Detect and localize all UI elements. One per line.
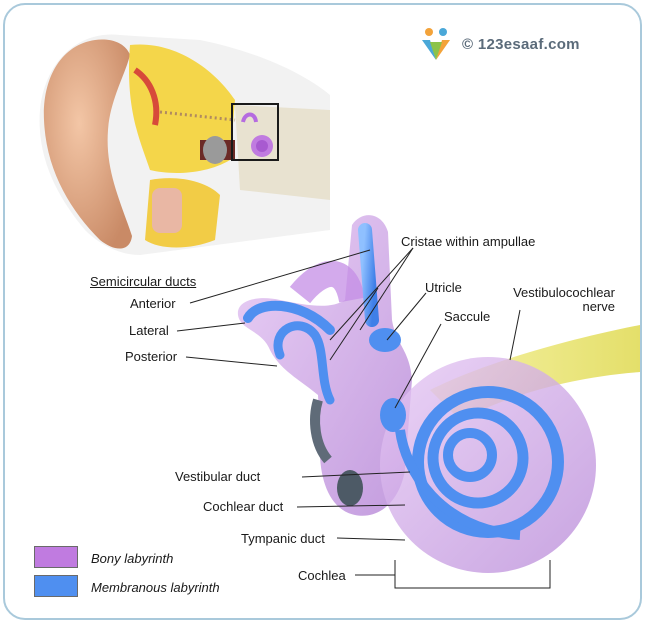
leader-lines [176,247,551,589]
watermark-text: © 123esaaf.com [462,35,580,53]
round-window-shape [337,470,363,506]
bony-labyrinth-shape [237,215,596,573]
label-nerve: nerve [582,299,615,314]
people-logo-icon [422,28,450,60]
label-utricle: Utricle [425,280,462,295]
membranous-labyrinth-shape [243,223,564,540]
label-saccule: Saccule [444,309,491,324]
label-vestibulocochlear: Vestibulocochlear [513,285,615,300]
watermark: © 123esaaf.com [416,24,580,64]
legend-label-bony: Bony labyrinth [91,551,174,566]
label-anterior: Anterior [130,296,176,311]
ear-cross-section [39,34,331,255]
legend-swatch-bony [34,546,78,568]
label-cochlear-duct: Cochlear duct [203,499,284,514]
legend-label-membranous: Membranous labyrinth [91,580,220,595]
legend-swatch-membranous [34,575,78,597]
label-lateral: Lateral [129,323,169,338]
label-cristae: Cristae within ampullae [401,234,536,249]
label-tympanic-duct: Tympanic duct [241,531,325,546]
label-vestibular-duct: Vestibular duct [175,469,261,484]
rounded-frame [3,3,642,620]
oval-window-shape [310,398,332,464]
label-posterior: Posterior [125,349,178,364]
label-semicircular-ducts: Semicircular ducts [90,274,197,289]
label-cochlea: Cochlea [298,568,346,583]
